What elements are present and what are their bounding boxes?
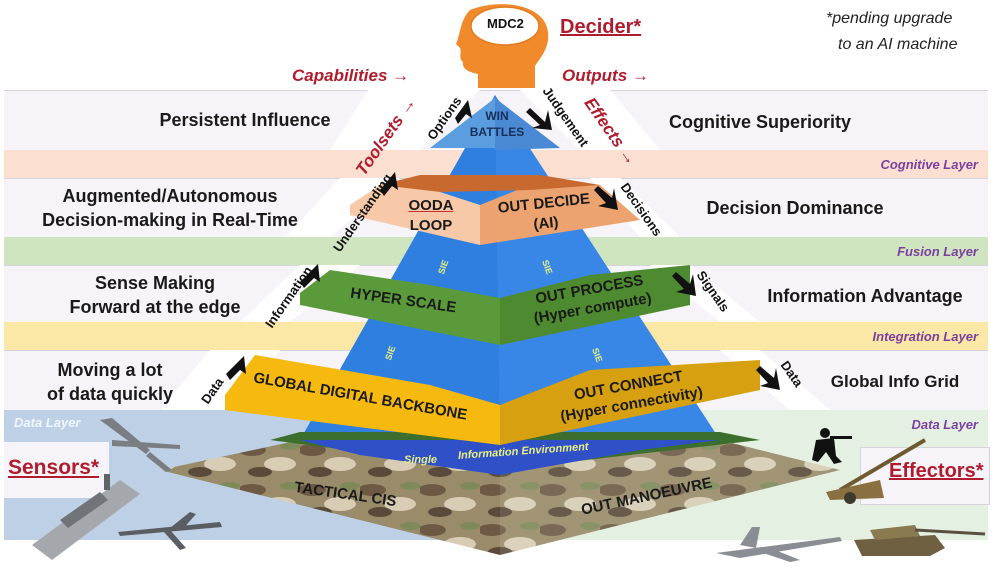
gdb-right [500,360,760,445]
left-row-1: Persistent Influence [130,108,360,132]
sensors-label: Sensors* [8,456,100,479]
sie-band [300,440,720,475]
ooda-left [350,185,480,245]
sensors-box [4,442,109,498]
tank-icon [854,525,986,556]
decider-label: Decider* [560,16,642,38]
arrow-judgement [526,108,552,130]
battles-line: BATTLES [469,125,525,139]
left-row-3-line2: Forward at the edge [69,297,241,317]
gdb-left [225,355,500,445]
layer-fusion: Fusion Layer [897,244,978,259]
win-battles-shade [495,98,560,150]
hyperscale-left [300,270,500,345]
ooda-top-lip [380,175,600,192]
left-row-2: Augmented/Autonomous Decision-making in … [20,184,320,232]
tactical-base-right [500,440,840,555]
win-line: WIN [485,109,509,123]
ooda-loop-label: OODA LOOP [398,196,464,236]
hyperscale-right [500,265,690,345]
note-line-1: *pending upgrade [826,10,953,27]
win-battles-label: WIN BATTLES [462,108,532,140]
note-line-2: to an AI machine [838,36,958,53]
right-row-1: Cognitive Superiority [668,112,852,132]
soldier-icon [812,428,852,464]
left-row-4-line1: Moving a lot [57,360,163,380]
arrow-data-out [756,366,780,390]
arrow-data-in [226,356,246,380]
right-row-4: Global Info Grid [830,372,960,391]
arrow-options [455,100,472,124]
loop-line: LOOP [409,217,453,234]
wedge-right-2 [590,178,680,237]
aircraft-icon [118,512,222,550]
outputs-label: Outputs → [562,66,649,85]
layer-data-left: Data Layer [14,415,81,430]
left-row-1-line1: Persistent Influence [159,110,331,130]
brain-label: MDC2 [487,16,524,31]
ship-icon [32,474,140,560]
arrow-understanding [380,172,398,196]
layer-data-right: Data Layer [911,417,978,432]
left-row-2-line1: Augmented/Autonomous [62,186,278,206]
artillery-icon [826,438,927,504]
tactical-base-left [160,440,500,555]
right-row-3: Information Advantage [767,286,963,306]
flow-arrows [226,100,780,390]
outdecide-right [480,185,640,245]
right-row-2: Decision Dominance [706,198,884,218]
arrow-signals [672,272,696,296]
wedge-left-top [330,90,480,150]
effectors-label: Effectors* [889,460,984,482]
fighter-jet-icon [716,527,842,562]
left-row-4-line2: of data quickly [46,384,174,404]
arrow-decisions [594,186,618,210]
left-row-4: Moving a lot of data quickly [30,358,190,406]
wedge-right-top [520,90,660,150]
left-row-2-line2: Decision-making in Real-Time [42,210,298,230]
brain-head-icon [456,4,549,88]
layer-integration: Integration Layer [872,329,978,344]
left-row-3-line1: Sense Making [94,273,216,293]
layer-cognitive: Cognitive Layer [880,157,978,172]
capabilities-label: Capabilities → [292,66,410,85]
left-row-3: Sense Making Forward at the edge [40,271,270,319]
arrow-information [300,264,320,288]
ooda-line: OODA [408,197,454,214]
drone-icon [100,418,180,472]
sie-band-text-1: Single [404,454,438,466]
